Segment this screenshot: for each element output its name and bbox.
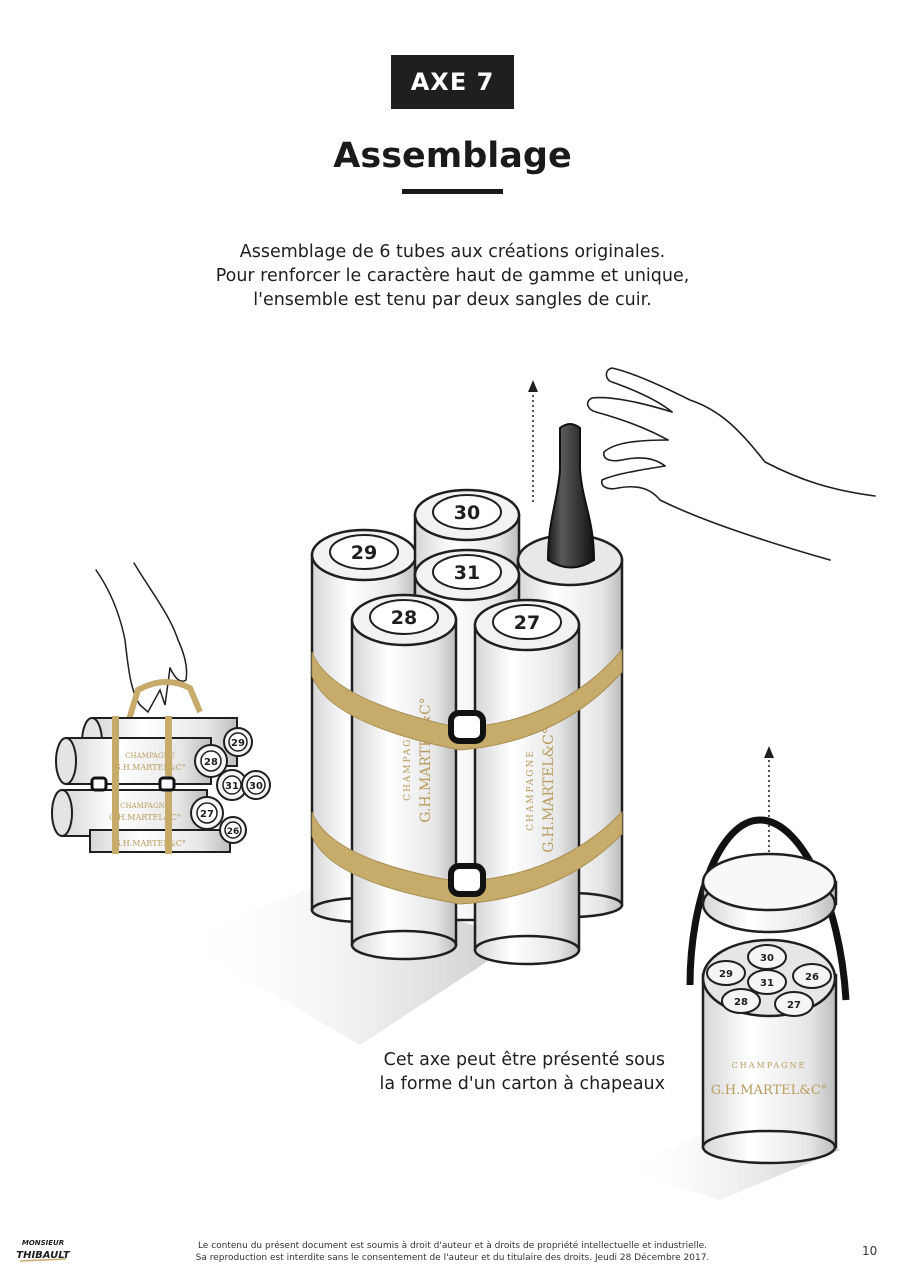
- box-cap-31: 31: [747, 969, 787, 995]
- small-tube-lower: CHAMPAGNE G.H.MARTEL&C°: [51, 789, 208, 837]
- bundle-buckle-right: [158, 776, 176, 792]
- page-number: 10: [862, 1244, 878, 1258]
- brand-champagne: CHAMPAGNE: [732, 1061, 807, 1070]
- intro-line-3: l'ensemble est tenu par deux sangles de …: [253, 290, 652, 310]
- caption-line-1: Cet axe peut être présenté sous: [383, 1050, 665, 1070]
- copyright-notice: Le contenu du présent document est soumi…: [150, 1240, 755, 1264]
- svg-text:MONSIEUR: MONSIEUR: [22, 1239, 64, 1247]
- bundle-handle: [109, 679, 203, 776]
- svg-text:27: 27: [200, 809, 214, 820]
- copyright-line-1: Le contenu du présent document est soumi…: [197, 1241, 708, 1251]
- small-cap-30: 30: [241, 770, 271, 800]
- leather-strap-top: [311, 648, 623, 751]
- svg-text:28: 28: [734, 997, 748, 1008]
- section-badge: AXE 7: [391, 55, 514, 109]
- brand-champagne: CHAMPAGNE: [403, 719, 413, 801]
- svg-text:30: 30: [249, 781, 263, 792]
- tube-label: 27: [514, 612, 540, 634]
- brand-name: G.H.MARTEL&C°: [541, 727, 557, 853]
- tube-label: 29: [351, 542, 377, 564]
- hand-illustration-top: [586, 367, 876, 561]
- box-cap-29: 29: [706, 960, 746, 986]
- buckle-top: [448, 710, 486, 744]
- svg-text:31: 31: [225, 781, 239, 792]
- brand-name: G.H.MARTEL&C°: [418, 697, 434, 823]
- monsieur-thibault-logo: MONSIEUR THIBAULT: [16, 1239, 71, 1262]
- page-title: Assemblage: [333, 136, 572, 176]
- small-cap-27: 27: [190, 796, 224, 830]
- small-tube-upper: CHAMPAGNE G.H.MARTEL&C°: [55, 737, 212, 785]
- small-cap-26: 26: [219, 816, 247, 844]
- caption-line-2: la forme d'un carton à chapeaux: [379, 1074, 665, 1094]
- svg-text:30: 30: [760, 953, 774, 964]
- box-cap-28: 28: [721, 988, 761, 1014]
- lift-arrow-top: [528, 380, 538, 505]
- box-cap-30: 30: [747, 944, 787, 970]
- brand-name: G.H.MARTEL&C°: [114, 763, 186, 772]
- box-cap-27: 27: [774, 991, 814, 1017]
- svg-text:THIBAULT: THIBAULT: [16, 1250, 71, 1261]
- hatbox-handle: [686, 816, 850, 1001]
- brand-name: G.H.MARTEL&C°: [114, 839, 186, 848]
- small-cap-29: 29: [223, 727, 253, 757]
- tube-label: 28: [391, 607, 417, 629]
- brand-champagne: CHAMPAGNE: [526, 749, 536, 831]
- hat-box: 30 29 31 26 28 27 CHAMPAGNE G.H.MARTEL&C…: [620, 816, 850, 1200]
- leather-strap-bottom: [311, 810, 623, 905]
- svg-text:26: 26: [227, 827, 240, 837]
- intro-line-2: Pour renforcer le caractère haut de gamm…: [215, 266, 690, 286]
- tube-27: 27 CHAMPAGNE G.H.MARTEL&C°: [473, 598, 581, 966]
- buckle-bottom: [448, 863, 486, 897]
- svg-text:29: 29: [719, 969, 733, 980]
- champagne-bottle: [546, 423, 596, 569]
- brand-champagne: CHAMPAGNE: [125, 752, 175, 760]
- badge-label: AXE 7: [410, 68, 495, 96]
- intro-line-1: Assemblage de 6 tubes aux créations orig…: [239, 242, 666, 262]
- svg-text:31: 31: [760, 978, 774, 989]
- brand-champagne: CHAMPAGNE: [120, 802, 170, 810]
- tube-label: 31: [454, 562, 480, 584]
- small-tube-bundle: CHAMPAGNE G.H.MARTEL&C° CHAMPAGNE G.H.MA…: [51, 562, 271, 854]
- small-tube-bottom: G.H.MARTEL&C°: [89, 829, 231, 853]
- hatbox-lid: [701, 852, 838, 934]
- large-tube-assembly: 29 30 31 28 CHAMPAGNE: [180, 423, 624, 1045]
- intro-text: Assemblage de 6 tubes aux créations orig…: [0, 240, 905, 312]
- svg-text:27: 27: [787, 1000, 801, 1011]
- tube-28: 28 CHAMPAGNE G.H.MARTEL&C°: [350, 593, 458, 961]
- hand-illustration-left: [95, 562, 188, 714]
- caption-text: Cet axe peut être présenté sous la forme…: [330, 1048, 665, 1096]
- bundle-strap-left: [112, 716, 119, 854]
- svg-text:26: 26: [805, 972, 819, 983]
- svg-text:28: 28: [204, 757, 218, 768]
- small-cap-28: 28: [194, 744, 228, 778]
- brand-name: G.H.MARTEL&C°: [109, 813, 181, 822]
- brand-name: G.H.MARTEL&C°: [711, 1083, 828, 1098]
- box-cap-26: 26: [792, 963, 832, 989]
- tube-label: 30: [454, 502, 480, 524]
- bundle-buckle-left: [90, 776, 108, 792]
- svg-text:29: 29: [231, 738, 245, 749]
- copyright-line-2: Sa reproduction est interdite sans le co…: [195, 1253, 710, 1263]
- title-underline: [402, 189, 503, 194]
